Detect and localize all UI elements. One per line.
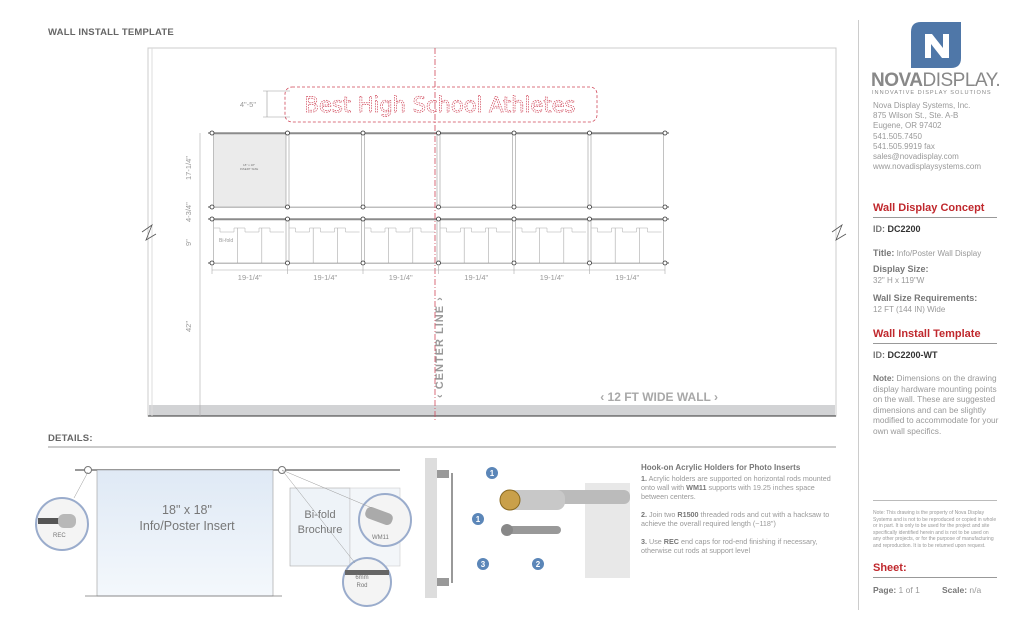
column-width-dim: 19-1/4" [237,273,262,282]
brochure-holder [590,219,664,264]
break-symbol-right [831,223,847,241]
website-link[interactable]: www.novadisplaysystems.com [873,162,982,172]
wall-mount-point [360,204,366,210]
wall-mount-point [209,260,215,266]
brochure-holder [515,219,589,264]
dim-17-1-4: 17-1/4" [184,156,193,180]
legal-note: Note: This drawing is the property of No… [873,510,997,549]
hardware-photo [425,458,630,598]
poster-insert-text: 18" x 18" Info/Poster Insert [139,503,235,533]
wall-mount-point [436,216,441,222]
wall-mount-point [285,260,290,266]
wall-mount-point [436,260,441,266]
wall-mount-point [662,216,668,222]
title-block-sidebar: NOVADISPLAY. INNOVATIVE DISPLAY SOLUTION… [858,20,1024,610]
wall-mount-point [662,260,668,266]
poster-holder [515,133,589,208]
banner-height-dim: 4"-5" [240,100,257,109]
wall-mount-point [662,204,668,210]
poster-holder [288,133,362,208]
page-title: WALL INSTALL TEMPLATE [48,27,174,38]
details-heading: DETAILS: [48,433,93,444]
brochure-holder [213,219,287,264]
concept-heading: Wall Display Concept [873,202,997,218]
brochure-text: Bi-fold Brochure [297,509,343,536]
company-contact: Nova Display Systems, Inc.875 Wilson St.… [873,101,982,172]
detail-illustration-holders [35,466,412,607]
wall-drawing: Best High School Athletes 4"-5" ‹ CENTER… [48,47,847,448]
banner-text: Best High School Athletes [305,93,576,117]
badge-2: 2 [531,557,545,571]
brochure-holder [288,219,362,264]
poster-holder [364,133,438,208]
wall-mount-point [587,216,592,222]
step-3: 3. Use REC end caps for rod-end finishin… [641,537,818,555]
wall-mount-point [360,216,366,222]
brochure-holder [439,219,513,264]
banner-outline [284,86,598,123]
column-width-dim: 19-1/4" [388,273,413,282]
wall-mount-point [662,130,668,136]
wall-mount-point [587,204,592,210]
concept-id: ID: DC2200 [873,224,921,234]
rod-label: 6mm Rod [355,575,369,589]
wall-width-label: ‹ 12 FT WIDE WALL › [600,390,718,404]
brochure-holder [364,219,438,264]
wall-size: Wall Size Requirements:12 FT (144 IN) Wi… [873,293,978,314]
wall-mount-point [511,204,517,210]
wall-mount-point [587,260,592,266]
wall-mount-point [511,260,517,266]
poster-holder [439,133,513,208]
display-size: Display Size:32" H x 119"W [873,264,929,285]
dim-4-3-4: 4-3/4" [184,202,193,222]
wall-mount-point [436,130,441,136]
wall-mount-point [209,130,215,136]
column-width-dim: 19-1/4" [313,273,338,282]
column-width-dim: 19-1/4" [464,273,489,282]
dim-9: 9" [184,239,193,246]
installation-notes: Hook-on Acrylic Holders for Photo Insert… [641,463,836,555]
wall-mount-point [587,130,592,136]
wall-mount-point [209,204,215,210]
notes-heading: Hook-on Acrylic Holders for Photo Insert… [641,463,801,472]
wall-mount-point [511,216,517,222]
template-id: ID: DC2200-WT [873,350,938,360]
poster-holder [213,133,287,208]
badge-3: 3 [476,557,490,571]
concept-title: Title: Info/Poster Wall Display [873,248,982,258]
wall-mount-point [285,216,290,222]
email-link[interactable]: sales@novadisplay.com [873,152,959,162]
page-number: Page: 1 of 1 [873,585,920,595]
rec-label: REC [53,533,66,539]
poster-insert-label: 18" x 18" INSERT SIZE [239,163,259,171]
column-width-dim: 19-1/4" [539,273,564,282]
badge-1-top: 1 [485,466,499,480]
center-line-label: ‹ CENTER LINE › [434,296,446,398]
poster-holder [590,133,664,208]
wall-mount-point [285,204,290,210]
step-1: 1. Acrylic holders are supported on hori… [641,474,831,501]
brand-wordmark: NOVADISPLAY. [871,70,1001,91]
break-symbol-left [141,223,157,241]
wall-mount-point [209,216,215,222]
brochure-label: Bi-fold [219,238,234,244]
column-width-dim: 19-1/4" [615,273,640,282]
dim-42: 42" [184,321,193,332]
wall-mount-point [436,204,441,210]
sheet-heading: Sheet: [873,562,997,578]
floor-band [149,405,835,416]
wall-mount-point [360,130,366,136]
wall-mount-point [511,130,517,136]
wm11-label: WM11 [372,535,389,541]
wall-mount-point [285,130,290,136]
step-2: 2. Join two R1500 threaded rods and cut … [641,510,830,528]
scale: Scale: n/a [942,585,982,595]
template-heading: Wall Install Template [873,328,997,344]
wall-mount-point [360,260,366,266]
badge-1-left: 1 [471,512,485,526]
brand-tagline: INNOVATIVE DISPLAY SOLUTIONS [872,90,992,96]
nova-logo-icon [911,22,961,68]
template-note: Note: Dimensions on the drawing display … [873,373,999,436]
